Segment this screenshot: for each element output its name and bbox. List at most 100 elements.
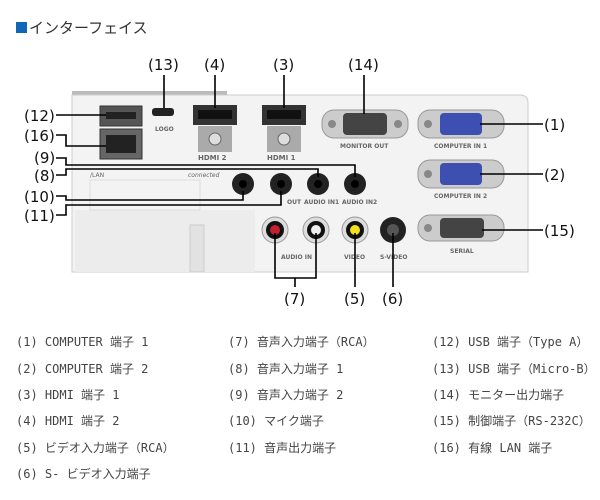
callout-14: (14) xyxy=(348,56,379,74)
legend-item-16: (16) 有線 LAN 端子 xyxy=(432,439,552,456)
serial-screw xyxy=(424,224,432,232)
section-title-text: インターフェイス xyxy=(29,19,148,37)
callout-7: (7) xyxy=(284,290,305,308)
legend-text: HDMI 端子 2 xyxy=(44,414,120,428)
s-video-jack-center xyxy=(387,224,399,236)
legend-item-5: (5) ビデオ入力端子（RCA） xyxy=(16,439,175,456)
callout-15: (15) xyxy=(544,222,575,240)
legend-num: (6) xyxy=(16,467,38,481)
legend-text: USB 端子（Micro-B） xyxy=(468,362,596,376)
legend-text: 音声出力端子 xyxy=(264,441,337,455)
video-jack-center xyxy=(350,225,360,235)
lan-jack xyxy=(106,135,136,153)
computer-in1-label: COMPUTER IN 1 xyxy=(434,143,487,150)
legend-item-10: (10) マイク端子 xyxy=(228,412,324,429)
hdmi2-screw xyxy=(208,132,222,146)
callout-9: (9) xyxy=(34,149,55,167)
legend-item-14: (14) モニター出力端子 xyxy=(432,386,564,403)
mic-jack-hole xyxy=(239,180,247,188)
legend-num: (9) xyxy=(228,388,250,402)
computer-in2-screw xyxy=(424,170,432,178)
legend-num: (14) xyxy=(432,388,461,402)
panel-slot xyxy=(189,224,205,273)
audio-in1-jack-hole xyxy=(314,180,322,188)
legend-num: (4) xyxy=(16,414,38,428)
usb-a-slot xyxy=(106,112,136,119)
callout-12: (12) xyxy=(24,107,55,125)
serial-label: SERIAL xyxy=(450,248,474,255)
audio-in1-label: AUDIO IN1 xyxy=(304,199,339,206)
lan-label: /LAN xyxy=(90,172,104,179)
legend-item-2: (2) COMPUTER 端子 2 xyxy=(16,360,148,377)
audio-in2-jack-hole xyxy=(351,180,359,188)
legend-item-13: (13) USB 端子（Micro-B） xyxy=(432,360,596,377)
callout-8: (8) xyxy=(34,167,55,185)
legend-text: 音声入力端子 2 xyxy=(256,388,344,402)
callout-5: (5) xyxy=(344,290,365,308)
monitor-out-screw-left xyxy=(328,120,336,128)
interface-diagram: LOGO HDMI 2 HDMI 1 MONITOR OUT COMPUTER … xyxy=(24,56,575,308)
audio-out-jack-hole xyxy=(277,180,285,188)
legend-text: モニター出力端子 xyxy=(468,388,565,402)
legend-num: (11) xyxy=(228,441,257,455)
callout-10: (10) xyxy=(24,188,55,206)
legend-num: (7) xyxy=(228,335,250,349)
legend-text: USB 端子（Type A） xyxy=(468,335,589,349)
leader-10 xyxy=(56,191,244,201)
legend-item-15: (15) 制御端子（RS-232C） xyxy=(432,412,591,429)
computer-in1-screw xyxy=(424,120,432,128)
legend-num: (1) xyxy=(16,335,38,349)
callout-11: (11) xyxy=(24,207,55,225)
legend-item-8: (8) 音声入力端子 1 xyxy=(228,360,343,377)
legend-num: (15) xyxy=(432,414,461,428)
leader-7 xyxy=(274,233,317,287)
callout-3: (3) xyxy=(273,56,294,74)
computer-in1-connector xyxy=(440,113,482,135)
audio-in2-label: AUDIO IN2 xyxy=(342,199,377,206)
usb-micro-port xyxy=(152,108,174,116)
legend-num: (5) xyxy=(16,441,38,455)
logo-label: LOGO xyxy=(155,126,174,133)
callout-2: (2) xyxy=(544,166,565,184)
leader-lines xyxy=(56,75,543,287)
callout-13: (13) xyxy=(148,56,179,74)
audio-in-l-center xyxy=(270,225,280,235)
callout-4: (4) xyxy=(204,56,225,74)
audio-in-r-center xyxy=(311,225,321,235)
out-label: OUT xyxy=(287,199,302,206)
leader-8 xyxy=(56,168,319,177)
legend-text: COMPUTER 端子 1 xyxy=(44,335,149,349)
monitor-out-connector xyxy=(343,113,387,135)
legend-item-9: (9) 音声入力端子 2 xyxy=(228,386,343,403)
legend-num: (12) xyxy=(432,335,461,349)
legend-text: 有線 LAN 端子 xyxy=(468,441,553,455)
legend-item-1: (1) COMPUTER 端子 1 xyxy=(16,333,148,350)
legend-text: HDMI 端子 1 xyxy=(44,388,120,402)
legend-num: (13) xyxy=(432,362,461,376)
legend-item-3: (3) HDMI 端子 1 xyxy=(16,386,120,403)
hdmi1-screw xyxy=(277,132,291,146)
hdmi2-label: HDMI 2 xyxy=(198,154,227,162)
hdmi1-slot xyxy=(267,110,301,119)
callout-16: (16) xyxy=(24,127,55,145)
square-bullet-icon xyxy=(16,22,27,33)
hdmi2-slot xyxy=(198,110,232,119)
legend-num: (8) xyxy=(228,362,250,376)
legend-text: S- ビデオ入力端子 xyxy=(44,467,151,481)
lan-recess xyxy=(89,179,201,211)
legend-item-4: (4) HDMI 端子 2 xyxy=(16,412,120,429)
callout-1: (1) xyxy=(544,116,565,134)
computer-in2-label: COMPUTER IN 2 xyxy=(434,193,487,200)
serial-connector xyxy=(440,218,484,238)
section-title: インターフェイス xyxy=(16,17,148,38)
legend-item-6: (6) S- ビデオ入力端子 xyxy=(16,465,151,482)
leader-16 xyxy=(56,134,106,147)
legend-num: (16) xyxy=(432,441,461,455)
legend-text: 音声入力端子（RCA） xyxy=(256,335,375,349)
legend-text: マイク端子 xyxy=(264,414,324,428)
audio-in-label: AUDIO IN xyxy=(281,254,312,261)
legend-num: (10) xyxy=(228,414,257,428)
legend-item-7: (7) 音声入力端子（RCA） xyxy=(228,333,375,350)
legend-text: ビデオ入力端子（RCA） xyxy=(44,441,175,455)
legend-num: (3) xyxy=(16,388,38,402)
